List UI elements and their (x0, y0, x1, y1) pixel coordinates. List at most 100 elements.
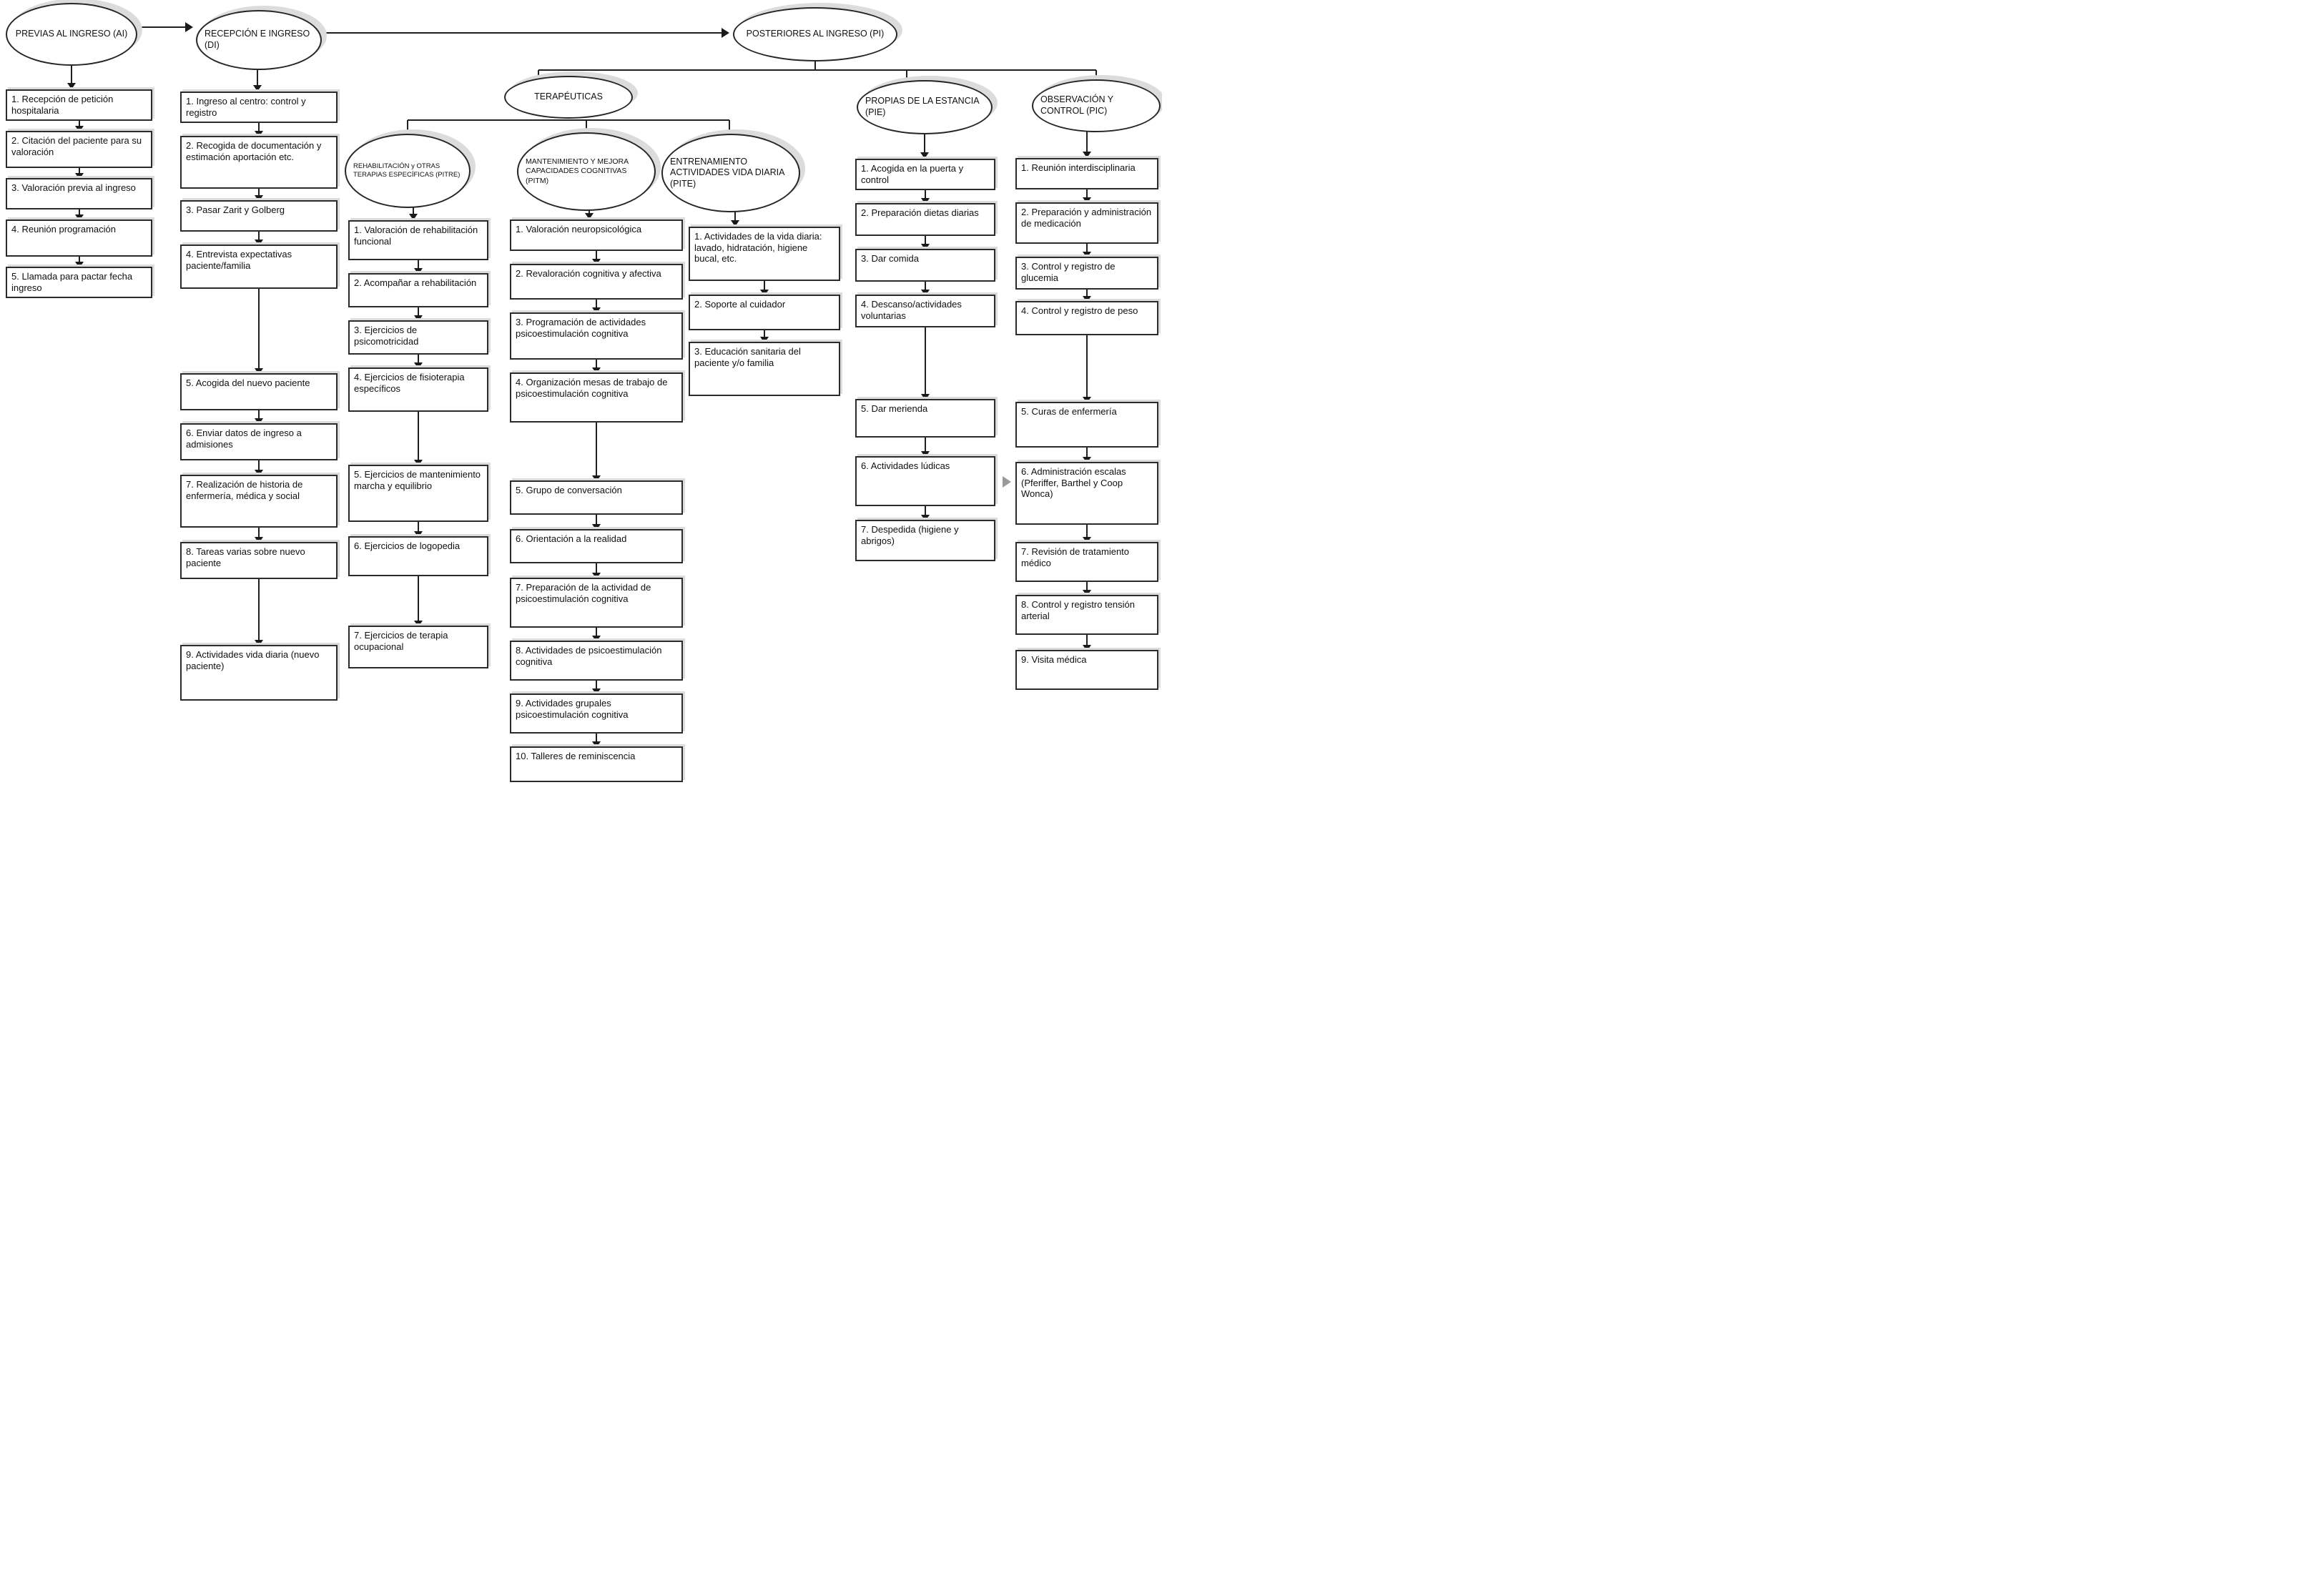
flow-box-pitm-steps-7-label: 7. Preparación de la actividad de psicoe… (516, 582, 651, 604)
connector-vline-12 (729, 120, 730, 135)
arrow-pic-steps-4-to-5-head-icon (1083, 397, 1091, 403)
connector-varrow-15-head-icon (731, 220, 739, 227)
ellipse-pic: OBSERVACIÓN Y CONTROL (PIC) (1032, 79, 1161, 132)
arrow-pitre-steps-6-to-7 (418, 576, 419, 622)
arrow-pite-steps-2-to-3-head-icon (760, 337, 769, 343)
ellipse-pitm: MANTENIMIENTO Y MEJORA CAPACIDADES COGNI… (517, 132, 656, 211)
flow-box-recepcion-steps-4-label: 4. Entrevista expectativas paciente/fami… (186, 249, 292, 271)
flow-box-pie-steps-3-label: 3. Dar comida (861, 253, 919, 264)
flow-box-pitm-steps-10: 10. Talleres de reminiscencia (510, 746, 683, 782)
flow-box-pitre-steps-2-label: 2. Acompañar a rehabilitación (354, 277, 477, 288)
connector-hline-9 (408, 119, 729, 121)
arrow-pic-steps-8-to-9 (1086, 634, 1088, 646)
arrow-pie-steps-4-to-5-head-icon (921, 394, 930, 400)
flow-box-recepcion-steps-2-label: 2. Recogida de documentación y estimació… (186, 140, 322, 162)
flow-box-pic-steps-5-label: 5. Curas de enfermería (1021, 406, 1117, 417)
arrow-recepcion-steps-8-to-9 (258, 578, 260, 641)
connector-vline-10 (407, 120, 408, 135)
arrow-pic-steps-3-to-4 (1086, 289, 1088, 297)
arrow-pic-steps-5-to-6 (1086, 447, 1088, 458)
arrow-pic-steps-5-to-6-head-icon (1083, 457, 1091, 463)
connector-harrow-1-head-icon (722, 28, 729, 38)
flow-box-recepcion-steps-5-label: 5. Acogida del nuevo paciente (186, 377, 310, 388)
flow-box-pitm-steps-1-label: 1. Valoración neuropsicológica (516, 224, 642, 234)
connector-varrow-2 (71, 66, 72, 84)
connector-vline-4 (814, 61, 816, 70)
arrow-pie-steps-3-to-4 (925, 281, 926, 291)
flow-box-pite-steps-2-label: 2. Soporte al cuidador (694, 299, 786, 310)
flow-box-pie-steps-7-label: 7. Despedida (higiene y abrigos) (861, 524, 959, 546)
arrow-recepcion-steps-7-to-8-head-icon (255, 537, 263, 543)
connector-varrow-16-head-icon (920, 152, 929, 159)
triangle-right-icon (1003, 476, 1011, 488)
connector-harrow-1 (322, 32, 723, 34)
arrow-pie-steps-2-to-3-head-icon (921, 244, 930, 250)
flow-box-pic-steps-9-label: 9. Visita médica (1021, 654, 1087, 665)
arrow-pie-steps-1-to-2-head-icon (921, 198, 930, 204)
flow-box-recepcion-steps-8: 8. Tareas varias sobre nuevo paciente (180, 542, 338, 579)
flow-box-pic-steps-4: 4. Control y registro de peso (1015, 301, 1158, 335)
arrow-pitre-steps-3-to-4 (418, 354, 419, 364)
arrow-pic-steps-6-to-7-head-icon (1083, 537, 1091, 543)
flow-box-recepcion-steps-8-label: 8. Tareas varias sobre nuevo paciente (186, 546, 305, 568)
arrow-recepcion-steps-5-to-6-head-icon (255, 418, 263, 425)
connector-harrow-0-head-icon (185, 22, 193, 32)
arrow-pitm-steps-1-to-2-head-icon (592, 259, 601, 265)
flow-box-recepcion-steps-9: 9. Actividades vida diaria (nuevo pacien… (180, 645, 338, 701)
arrow-recepcion-steps-5-to-6 (258, 410, 260, 420)
connector-harrow-0 (137, 26, 187, 28)
arrow-pie-steps-6-to-7 (925, 505, 926, 516)
flow-box-pitm-steps-8: 8. Actividades de psicoestimulación cogn… (510, 641, 683, 681)
connector-vline-7 (906, 70, 907, 82)
flow-box-pite-steps-3: 3. Educación sanitaria del paciente y/o … (689, 342, 840, 396)
arrow-previas-steps-4-to-5-head-icon (74, 262, 84, 268)
arrow-pic-steps-3-to-4-head-icon (1083, 296, 1091, 302)
flow-box-previas-steps-3: 3. Valoración previa al ingreso (6, 178, 152, 209)
arrow-recepcion-steps-6-to-7-head-icon (255, 470, 263, 476)
flow-box-pitre-steps-7: 7. Ejercicios de terapia ocupacional (348, 626, 488, 668)
flow-box-pitm-steps-10-label: 10. Talleres de reminiscencia (516, 751, 636, 761)
connector-varrow-17-head-icon (1083, 152, 1091, 158)
arrow-pitm-steps-9-to-10 (596, 733, 597, 743)
flow-box-recepcion-steps-5: 5. Acogida del nuevo paciente (180, 373, 338, 410)
arrow-pitre-steps-6-to-7-head-icon (414, 621, 423, 627)
connector-varrow-14-head-icon (585, 213, 594, 219)
arrow-pitre-steps-5-to-6 (418, 521, 419, 533)
arrow-pitm-steps-7-to-8 (596, 627, 597, 637)
arrow-recepcion-steps-7-to-8 (258, 527, 260, 538)
flow-box-pic-steps-7: 7. Revisión de tratamiento médico (1015, 542, 1158, 582)
arrow-previas-steps-1-to-2-head-icon (74, 126, 84, 132)
arrow-recepcion-steps-3-to-4-head-icon (255, 240, 263, 246)
arrow-pie-steps-3-to-4-head-icon (921, 290, 930, 296)
flow-box-pic-steps-1: 1. Reunión interdisciplinaria (1015, 158, 1158, 189)
arrow-pite-steps-2-to-3 (764, 330, 765, 338)
arrow-pie-steps-4-to-5 (925, 327, 926, 395)
flow-box-pitm-steps-4: 4. Organización mesas de trabajo de psic… (510, 372, 683, 423)
arrow-previas-steps-3-to-4 (78, 209, 80, 216)
ellipse-pitre-label: REHABILITACIÓN y OTRAS TERAPIAS ESPECÍFI… (353, 162, 461, 179)
flow-box-previas-steps-1: 1. Recepción de petición hospitalaria (6, 89, 152, 121)
flow-box-pic-steps-4-label: 4. Control y registro de peso (1021, 305, 1138, 316)
flow-box-recepcion-steps-2: 2. Recogida de documentación y estimació… (180, 136, 338, 189)
ellipse-recepcion: RECEPCIÓN E INGRESO (DI) (196, 10, 322, 70)
ellipse-pitre: REHABILITACIÓN y OTRAS TERAPIAS ESPECÍFI… (345, 134, 471, 208)
arrow-pitre-steps-2-to-3 (418, 307, 419, 317)
arrow-recepcion-steps-2-to-3 (258, 188, 260, 197)
arrow-pitm-steps-8-to-9-head-icon (592, 688, 601, 695)
flow-box-pitre-steps-3-label: 3. Ejercicios de psicomotricidad (354, 325, 419, 347)
arrow-pitre-steps-4-to-5 (418, 411, 419, 461)
flow-box-pitre-steps-7-label: 7. Ejercicios de terapia ocupacional (354, 630, 448, 652)
arrow-pic-steps-7-to-8 (1086, 581, 1088, 591)
flow-box-pie-steps-6-label: 6. Actividades lúdicas (861, 460, 950, 471)
arrow-pic-steps-1-to-2-head-icon (1083, 197, 1091, 204)
arrow-recepcion-steps-8-to-9-head-icon (255, 640, 263, 646)
flow-box-recepcion-steps-3: 3. Pasar Zarit y Golberg (180, 200, 338, 232)
flow-box-pitm-steps-9-label: 9. Actividades grupales psicoestimulació… (516, 698, 629, 720)
arrow-pitm-steps-6-to-7 (596, 563, 597, 574)
arrow-pie-steps-2-to-3 (925, 235, 926, 245)
arrow-recepcion-steps-2-to-3-head-icon (255, 195, 263, 202)
arrow-pic-steps-4-to-5 (1086, 335, 1088, 398)
arrow-pitre-steps-3-to-4-head-icon (414, 362, 423, 369)
flow-box-pic-steps-7-label: 7. Revisión de tratamiento médico (1021, 546, 1130, 568)
arrow-pitre-steps-4-to-5-head-icon (414, 460, 423, 466)
